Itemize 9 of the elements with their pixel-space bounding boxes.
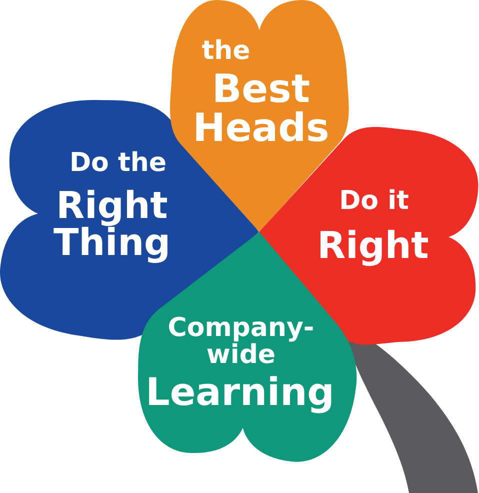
leaf-title: Best Heads [192,70,330,148]
leaf-label: Do it [338,188,410,214]
leaf-label: Do the [68,150,168,176]
leaf-label: Company-wide [166,315,316,369]
clover-stem [346,338,478,493]
leaf-label: the [200,38,252,64]
leaf-title: Right Thing [52,186,172,261]
leaf-title: Right [316,226,430,264]
leaf-title: Learning [144,373,336,411]
